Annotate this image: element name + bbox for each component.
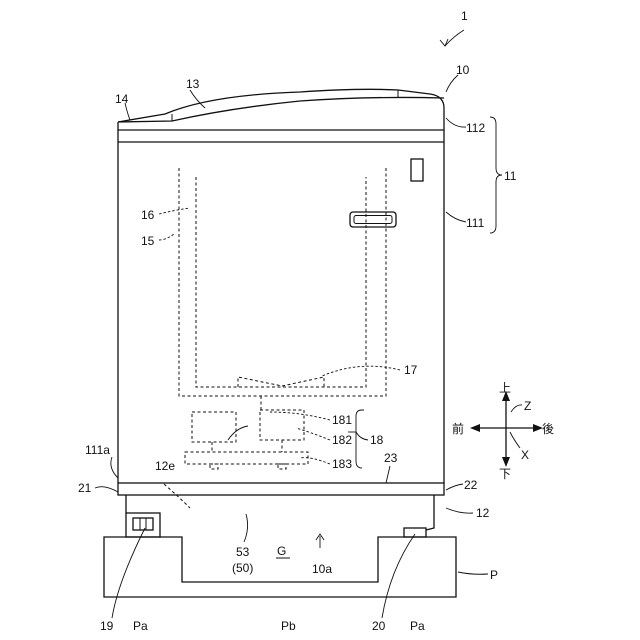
label-20: 20 (372, 619, 386, 633)
axis-down-label: 下 (499, 467, 511, 481)
base (118, 483, 444, 530)
drive-unit (185, 410, 308, 469)
label-P: P (490, 568, 498, 582)
label-23: 23 (384, 451, 398, 465)
top-cover (118, 89, 444, 130)
part-182 (260, 410, 304, 440)
label-111a: 111a (85, 443, 110, 457)
label-13: 13 (186, 77, 200, 91)
label-21: 21 (78, 481, 92, 495)
foot-left (126, 513, 160, 537)
label-181: 181 (332, 413, 352, 427)
foot-right (404, 528, 426, 537)
pulsator (238, 377, 324, 387)
label-17: 17 (404, 363, 418, 377)
handle (350, 212, 396, 227)
label-22: 22 (464, 478, 478, 492)
label-18: 18 (370, 433, 384, 447)
figure-label: 1 (461, 9, 468, 23)
label-12e: 12e (155, 459, 175, 473)
axis-z-label: Z (524, 399, 531, 413)
label-112: 112 (466, 121, 485, 135)
label-10a: 10a (312, 562, 332, 576)
axis-up-label: 上 (499, 381, 511, 395)
axis-back-label: 後 (542, 422, 554, 436)
label-10: 10 (456, 63, 470, 77)
label-11: 11 (504, 169, 517, 183)
label-183: 183 (332, 457, 352, 471)
label-Pa-left: Pa (133, 619, 148, 633)
axis-indicator (470, 391, 543, 467)
label-50: (50) (232, 561, 253, 575)
indicator-window (411, 159, 423, 181)
label-G: G (277, 544, 286, 558)
label-15: 15 (141, 234, 155, 248)
label-16: 16 (141, 208, 155, 222)
axis-front-label: 前 (452, 421, 464, 436)
label-53: 53 (236, 545, 250, 559)
axis-x-label: X (521, 448, 529, 462)
label-Pa-right: Pa (410, 619, 425, 633)
label-111: 111 (466, 216, 485, 230)
label-182: 182 (332, 433, 352, 447)
housing (118, 130, 444, 483)
tub-outline (179, 168, 386, 410)
label-Pb: Pb (281, 619, 296, 633)
bottom-band (118, 483, 444, 495)
label-12: 12 (476, 506, 490, 520)
part-183 (185, 452, 308, 464)
edge-12e (164, 484, 190, 508)
label-14: 14 (115, 92, 129, 106)
label-19: 19 (100, 619, 114, 633)
